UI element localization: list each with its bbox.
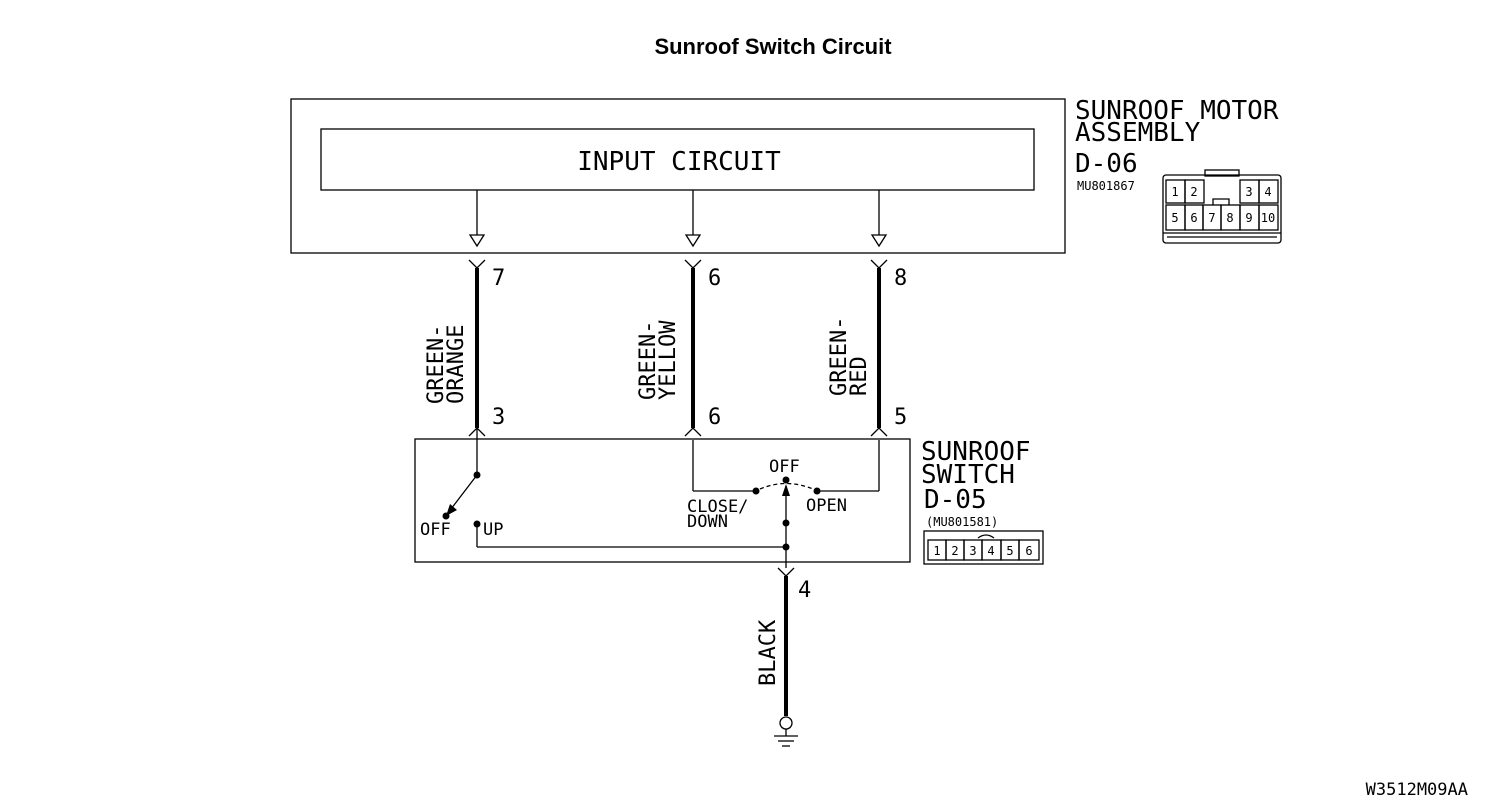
ground-wire-color-label: BLACK [756,619,781,686]
right-switch-close-label: CLOSE/ [687,497,748,517]
svg-text:BLACK: BLACK [756,619,781,686]
motor-pin-label-8: 8 [894,266,907,291]
switch-pin-5: 5 [1006,544,1013,558]
ground-icon [774,716,798,747]
input-circuit-label: INPUT CIRCUIT [577,147,781,177]
wire-green-yellow [684,259,702,437]
right-switch-off-label: OFF [769,457,800,477]
right-switch-open-label: OPEN [806,496,847,516]
motor-pin-3: 3 [1245,185,1252,199]
motor-connector-face: 1 2 3 4 5 6 7 8 9 10 [1162,169,1282,244]
motor-assembly-name-line2: ASSEMBLY [1075,118,1201,148]
switch-pin-6: 6 [1025,544,1032,558]
wire-color-label-green-yellow: GREEN- YELLOW [636,320,681,400]
left-switch-up-label: UP [483,520,503,540]
ground-wire [777,547,795,716]
switch-connector-face: 1 2 3 4 5 6 [923,530,1044,565]
motor-part-number: MU801867 [1077,179,1135,193]
motor-pin-2: 2 [1190,185,1197,199]
switch-connector-id: D-05 [924,485,987,515]
switch-pin-label-6: 6 [708,405,721,430]
left-switch-off-label: OFF [420,520,451,540]
diagram-title: Sunroof Switch Circuit [654,34,892,59]
motor-pin-1: 1 [1171,185,1178,199]
wire-color-label-green-orange: GREEN- ORANGE [424,325,469,404]
motor-pin-7: 7 [1208,211,1215,225]
motor-pin-10: 10 [1261,211,1275,225]
switch-name: SUNROOF [921,437,1031,467]
input-circuit-box [320,128,1035,191]
switch-part-number: (MU801581) [926,515,998,529]
svg-text:GREEN-: GREEN- [827,317,852,396]
wire-color-label-green-red: GREEN- RED [827,317,872,396]
ground-pin-label: 4 [798,578,811,603]
switch-pin-label-5: 5 [894,405,907,430]
motor-pin-9: 9 [1245,211,1252,225]
switch-pin-3: 3 [969,544,976,558]
motor-assembly-box [290,98,1066,254]
wire-green-orange [468,259,486,475]
input-arrows [468,190,888,248]
svg-text:RED: RED [847,356,872,396]
motor-pin-6: 6 [1190,211,1197,225]
motor-pin-label-7: 7 [492,266,505,291]
svg-text:YELLOW: YELLOW [656,320,681,400]
switch-pin-label-3: 3 [492,405,505,430]
motor-pin-4: 4 [1264,185,1271,199]
svg-text:ORANGE: ORANGE [444,325,469,404]
switch-pin-4: 4 [987,544,994,558]
motor-assembly-name: SUNROOF MOTOR [1075,96,1279,126]
left-switch-contacts [442,471,786,548]
switch-box [414,438,911,563]
switch-pin-2: 2 [951,544,958,558]
svg-text:GREEN-: GREEN- [636,321,661,400]
motor-pin-5: 5 [1171,211,1178,225]
motor-pin-label-6: 6 [708,266,721,291]
switch-pin-1: 1 [933,544,940,558]
switch-name-line2: SWITCH [921,460,1015,490]
right-switch-contacts [692,440,880,551]
motor-connector-id: D-06 [1075,149,1138,179]
right-switch-down-label: DOWN [687,512,728,532]
svg-text:GREEN-: GREEN- [424,325,449,404]
wire-green-red [870,259,888,437]
figure-code: W3512M09AA [1366,780,1468,800]
motor-pin-8: 8 [1226,211,1233,225]
